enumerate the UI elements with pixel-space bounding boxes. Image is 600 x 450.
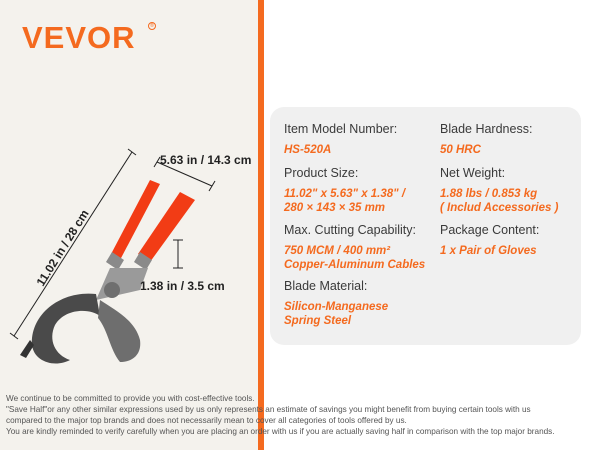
cutting-jaw (98, 300, 141, 362)
specifications-card: Item Model Number: HS-520A Blade Hardnes… (270, 107, 581, 345)
registered-mark: ® (148, 22, 156, 30)
spec-label: Blade Material: (284, 279, 368, 293)
disclaimer-line: You are kindly reminded to verify carefu… (6, 427, 555, 436)
cable-cutter-svg: 5.63 in / 14.3 cm 1.38 in / 3.5 cm 11.02… (9, 148, 251, 364)
disclaimer-line: compared to the major top brands and doe… (6, 416, 407, 425)
spec-package: Package Content: 1 x Pair of Gloves (440, 223, 539, 258)
spec-model: Item Model Number: HS-520A (284, 122, 397, 157)
width-dimension-line (156, 161, 213, 187)
handle-label: 1.38 in / 3.5 cm (140, 279, 225, 293)
length-dimension-line (13, 151, 133, 337)
width-label: 5.63 in / 14.3 cm (160, 153, 251, 167)
length-label: 11.02 in / 28 cm (34, 207, 92, 289)
spec-label: Max. Cutting Capability: (284, 223, 417, 237)
spec-label: Blade Hardness: (440, 122, 533, 136)
upper-handle (110, 180, 160, 260)
vevor-logo: VEVOR (22, 20, 136, 55)
spec-value: 11.02" x 5.63" x 1.38" / (284, 188, 406, 200)
cable-cutter-illustration: 5.63 in / 14.3 cm 1.38 in / 3.5 cm 11.02… (0, 140, 262, 380)
spec-value: 280 × 143 × 35 mm (284, 202, 386, 214)
spec-value: 50 HRC (440, 144, 481, 156)
spec-value: Silicon-Manganese (284, 301, 389, 313)
spec-label: Net Weight: (440, 166, 506, 180)
disclaimer-text: We continue to be committed to provide y… (6, 393, 600, 437)
spec-weight: Net Weight: 1.88 lbs / 0.853 kg ( Includ… (440, 166, 558, 215)
spec-value: HS-520A (284, 144, 332, 156)
lower-handle (138, 192, 195, 262)
spec-hardness: Blade Hardness: 50 HRC (440, 122, 532, 157)
spec-material: Blade Material: Silicon-Manganese Spring… (284, 279, 388, 328)
spec-value: 1 x Pair of Gloves (440, 245, 537, 257)
spec-value: ( Includ Accessories ) (440, 202, 559, 214)
spec-size: Product Size: 11.02" x 5.63" x 1.38" / 2… (284, 166, 405, 215)
spec-label: Package Content: (440, 223, 540, 237)
orange-divider-stripe (258, 0, 264, 450)
spec-label: Item Model Number: (284, 122, 398, 136)
spec-value: Copper-Aluminum Cables (284, 259, 426, 271)
spec-label: Product Size: (284, 166, 359, 180)
spec-value: 1.88 lbs / 0.853 kg (440, 188, 538, 200)
spec-capability: Max. Cutting Capability: 750 MCM / 400 m… (284, 223, 425, 272)
disclaimer-line: "Save Half"or any other similar expressi… (6, 405, 531, 414)
spec-value: Spring Steel (284, 315, 352, 327)
disclaimer-line: We continue to be committed to provide y… (6, 394, 255, 403)
spec-value: 750 MCM / 400 mm² (284, 245, 391, 257)
curved-jaw (31, 293, 100, 364)
